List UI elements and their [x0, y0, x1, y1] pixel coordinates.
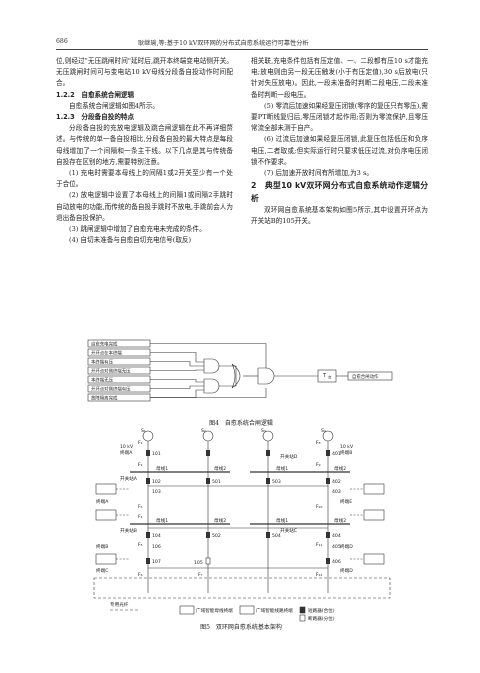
input-label: 本终端有压 [91, 359, 114, 366]
fault-label: F₉ [316, 462, 321, 468]
paragraph: 分段备自投的充放电逻辑及跳合闸逻辑在此不再详细赘述。与传统的单一备自投相比,分段… [56, 124, 233, 166]
figure-5-caption: 图5 双环网自愈系统基本架构 [200, 624, 282, 631]
mid-label: 开关站D [280, 453, 298, 460]
section-heading: 1.2.3 分段备自投的特点 [56, 113, 135, 122]
paragraph: (1) 充电时需要本母线上的间隔1或2开关至少有一个处于合位。 [56, 169, 233, 189]
bus-label: 母线2 [214, 465, 226, 472]
input-label: 开环点对侧终端无压 [91, 368, 131, 375]
fault-label: F₁ [138, 440, 143, 446]
mid-label: 终端D [340, 543, 353, 550]
mid-label: 开关站C [280, 527, 297, 534]
source-label: S₃ [261, 428, 266, 434]
switch-id: 405 [332, 544, 341, 550]
section-heading: 2 典型10 kV双环网分布式自愈系统动作逻辑分析 [251, 181, 428, 204]
input-label: 开环点在本终端 [91, 350, 122, 357]
left-label: 终端C [96, 567, 108, 574]
switch-id: 102 [152, 479, 161, 485]
fault-label: F₇ [198, 572, 203, 578]
paragraph: (2) 放电逻辑中设置了本母线上的间隔1或间隔2手跳时自动放电的功能,而传统的备… [56, 191, 233, 222]
paragraph: 相关联,充电条件包括有压定值、一、二段都有压10 s才能充电;放电则由另一段无压… [251, 57, 428, 99]
input-label: 本终端无压 [91, 377, 114, 384]
switch-id: 104 [152, 533, 161, 539]
paragraph: (6) 过流后加速如果经复压闭锁,此复压包括低压和负序电压,二者取或;但实际运行… [251, 135, 428, 166]
paragraph: 自愈系统合闸逻辑如图4所示。 [69, 101, 159, 110]
top-label: 终端B [340, 449, 352, 456]
figure-4-logic-diagram: 自愈充电完成 开环点在本终端 本终端有压 开环点对侧终端无压 本终端无压 开环点… [87, 339, 393, 402]
fault-label: F₅ [138, 542, 143, 548]
paragraph: (4) 自切未准备与自愈自切充电信号(取反) [69, 236, 192, 245]
left-label: 终端A [96, 498, 109, 505]
figure-5-architecture-diagram: S₁ S₂ S₃ S₄ 10 kV 终端A 10 kV 终端B 开关站A 终端A… [93, 428, 391, 622]
switch-id: 101 [152, 451, 161, 457]
legend-label: 广域智能线路终端 [256, 607, 293, 614]
switch-id: 504 [272, 533, 281, 539]
fault-label: F₁₀ [316, 504, 322, 510]
left-label: 开关站A [120, 475, 138, 482]
input-label: 开环点对侧终端有压 [91, 386, 131, 393]
switch-id: 404 [332, 533, 341, 539]
source-label: S₁ [141, 428, 146, 434]
switch-id: 401 [332, 451, 341, 457]
switch-id: 501 [212, 479, 221, 485]
top-label: 10 kV [340, 444, 354, 450]
fault-label: F₄ [138, 514, 143, 520]
fault-label: F₁₁ [316, 542, 322, 548]
bus-label: 母线2 [214, 517, 226, 524]
top-label: 终端A [120, 449, 133, 456]
timer-label: T [322, 373, 327, 379]
switch-id: 103 [152, 489, 161, 495]
bus-label: 母线1 [156, 517, 168, 524]
input-label: 故障隔离完成 [91, 395, 118, 402]
left-column: 位,则经过"无压跳闸时间"延时后,跳开本终端变电站侧开关。无压跳闸时间可与变电站… [56, 56, 233, 246]
switch-id: 402 [332, 479, 341, 485]
paragraph: 位,则经过"无压跳闸时间"延时后,跳开本终端变电站侧开关。无压跳闸时间可与变电站… [56, 57, 233, 88]
output-label: 自愈合闸动作 [352, 373, 379, 380]
legend-label: 广域智能母线终端 [196, 607, 233, 614]
header-rule [56, 49, 428, 50]
paragraph: (5) 零流后加速如果经复压闭锁(零序的复压只有零压),需要PT断线复归后,零压… [251, 101, 428, 133]
top-label: 10 kV [120, 444, 134, 450]
section-heading: 1.2.2 自愈系统合闸逻辑 [56, 90, 135, 99]
bus-label: 母线1 [276, 517, 288, 524]
figure-4-caption: 图4 自愈系统合闸逻辑 [209, 420, 273, 427]
switch-id: 502 [212, 533, 221, 539]
bus-label: 母线2 [334, 517, 346, 524]
fault-label: F₈ [316, 440, 321, 446]
source-label: S₂ [201, 428, 206, 434]
page-number: 686 [56, 38, 68, 45]
switch-id: 406 [332, 559, 341, 565]
paragraph: (3) 跳闸逻辑中增加了自愈充电未完成的条件。 [69, 225, 206, 234]
fault-label: F₆ [138, 572, 143, 578]
left-label: 终端B [96, 543, 108, 550]
fault-label: F₂ [138, 462, 143, 468]
switch-id: 106 [152, 544, 161, 550]
bus-label: 母线1 [156, 465, 168, 472]
switch-id: 403 [332, 489, 341, 495]
fault-label: F₃ [138, 504, 143, 510]
paragraph: (7) 后加速开放时间有所增加,为3 s。 [264, 169, 373, 178]
legend-label: 专用光纤 [110, 601, 129, 608]
running-title: 耿继瑜,等:基于10 kV双环网的分布式自愈系统运行可靠性分析 [138, 40, 309, 47]
right-column: 相关联,充电条件包括有压定值、一、二段都有压10 s才能充电;放电则由另一段无压… [251, 56, 428, 228]
bus-label: 母线2 [334, 465, 346, 472]
paragraph: 双环网自愈系统基本架构如图5所示,其中设置开环点为开关站B的105开关。 [251, 206, 428, 226]
switch-id: 107 [152, 559, 161, 565]
switch-id: 105 [194, 560, 203, 566]
source-label: S₄ [321, 428, 326, 434]
mid-label: 终端E [340, 498, 352, 505]
bus-label: 母线1 [276, 465, 288, 472]
left-label: 开关站B [120, 527, 137, 534]
fault-label: F₁₂ [316, 572, 322, 578]
timer-subscript: 合 [328, 375, 332, 380]
legend-label: 短路器(合位) [308, 607, 335, 614]
switch-id: 503 [272, 479, 281, 485]
legend-label: 断路器(分位) [308, 615, 335, 622]
input-label: 自愈充电完成 [91, 341, 118, 348]
mid-label: 终端D [340, 567, 353, 574]
